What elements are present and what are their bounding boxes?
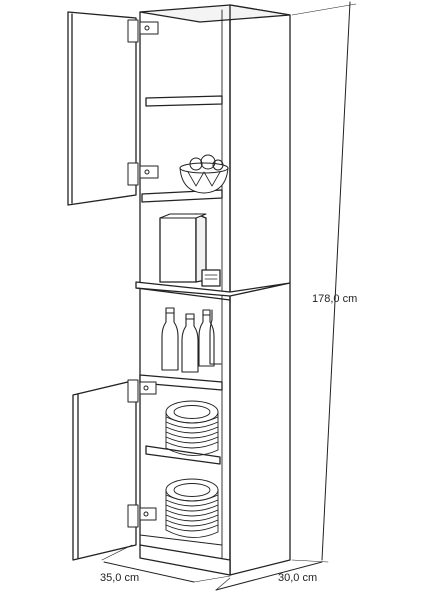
- shelves: [139, 95, 223, 465]
- lower-door: [72, 379, 157, 561]
- plate-stack-lower: [165, 478, 219, 538]
- cabinet-body: [135, 4, 291, 576]
- hinge-icon: [127, 19, 159, 186]
- shelf-1: [145, 95, 223, 107]
- depth-dimension-label: 30,0 cm: [278, 572, 318, 584]
- cereal-box: [159, 213, 207, 283]
- dimension-lines: [101, 1, 357, 591]
- plate-stack-upper: [165, 400, 219, 456]
- width-dimension-label: 35,0 cm: [100, 572, 140, 584]
- fruit-bowl: [179, 154, 229, 194]
- upper-door: [67, 11, 159, 206]
- small-box: [201, 269, 221, 287]
- shelf-3: [139, 374, 223, 391]
- shelf-4: [145, 445, 221, 465]
- height-dimension-label: 178,0 cm: [312, 293, 358, 305]
- bottles: [161, 307, 222, 373]
- hinge-icon: [127, 379, 157, 528]
